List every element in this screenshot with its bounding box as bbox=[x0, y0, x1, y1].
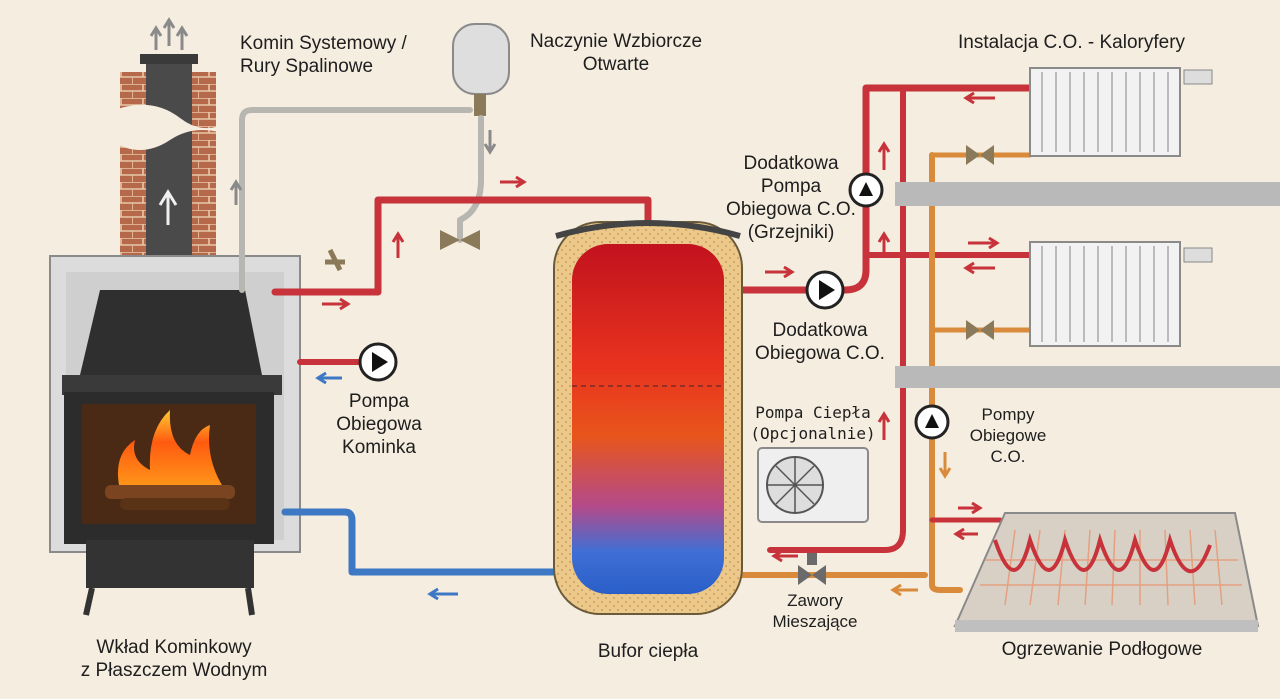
fireplace-pump-label-line-3: Kominka bbox=[342, 437, 416, 458]
buffer-tank-icon bbox=[553, 220, 743, 615]
pump-icon bbox=[805, 270, 845, 310]
buffer-label: Bufor ciepła bbox=[597, 641, 699, 662]
heat-pump-label-line-2: (Opcjonalnie) bbox=[750, 424, 876, 443]
extra-pump-radiators-line-4: (Grzejniki) bbox=[747, 222, 835, 243]
expansion-vessel-label-line-2: Otwarte bbox=[582, 54, 650, 75]
heat-pump-label-line-1: Pompa Ciepła bbox=[755, 403, 871, 422]
heat-pump-icon bbox=[757, 447, 869, 523]
mixing-valves-label-line-2: Mieszające bbox=[772, 612, 858, 631]
floor-heating-label: Ogrzewanie Podłogowe bbox=[1001, 639, 1203, 660]
pipe-network bbox=[239, 84, 1034, 593]
floor-heating-icon bbox=[953, 512, 1260, 632]
fireplace-label: Wkład Kominkowy z Płaszczem Wodnym bbox=[81, 636, 268, 682]
fireplace-label-line-2: z Płaszczem Wodnym bbox=[80, 660, 268, 681]
extra-pump-radiators-line-3: Obiegowa C.O. bbox=[726, 199, 856, 220]
fireplace-label-line-1: Wkład Kominkowy bbox=[96, 637, 252, 658]
chimney-label: Komin Systemowy / Rury Spalinowe bbox=[240, 32, 407, 78]
heat-pump-label: Pompa Ciepła (Opcjonalnie) bbox=[750, 402, 875, 444]
pump-icon bbox=[848, 172, 884, 208]
co-pumps-label-line-3: C.O. bbox=[990, 447, 1026, 466]
fireplace-pump-label-line-1: Pompa bbox=[348, 391, 410, 412]
co-pumps-label-line-2: Obiegowe bbox=[969, 426, 1047, 445]
chimney-label-line-1: Komin Systemowy / bbox=[240, 33, 407, 54]
expansion-vessel-label: Naczynie Wzbiorcze Otwarte bbox=[530, 30, 702, 76]
radiators-label: Instalacja C.O. - Kaloryfery bbox=[958, 32, 1186, 53]
valve-icon bbox=[966, 145, 994, 340]
fireplace-icon bbox=[49, 255, 301, 616]
fireplace-pump-label: Pompa Obiegowa Kominka bbox=[336, 390, 422, 459]
co-pumps-label: Pompy Obiegowe C.O. bbox=[970, 404, 1047, 467]
flow-arrow-icon bbox=[229, 91, 1000, 601]
radiator-icon bbox=[1029, 241, 1213, 347]
valve-icon bbox=[798, 553, 826, 585]
expansion-vessel-label-line-1: Naczynie Wzbiorcze bbox=[529, 31, 703, 52]
extra-pump-label: Dodatkowa Obiegowa C.O. bbox=[755, 319, 885, 365]
mixing-valves-label: Zawory Mieszające bbox=[772, 590, 857, 632]
pump-icon bbox=[358, 342, 398, 382]
co-pumps-label-line-1: Pompy bbox=[981, 405, 1035, 424]
mixing-valves-label-line-1: Zawory bbox=[787, 591, 843, 610]
fireplace-pump-label-line-2: Obiegowa bbox=[336, 414, 422, 435]
extra-pump-radiators-label: Dodatkowa Pompa Obiegowa C.O. (Grzejniki… bbox=[726, 152, 856, 244]
pump-icon bbox=[914, 404, 950, 440]
floor-slab bbox=[895, 182, 1280, 388]
valve-icon bbox=[325, 230, 480, 272]
extra-pump-radiators-line-1: Dodatkowa bbox=[743, 153, 839, 174]
expansion-vessel-icon bbox=[452, 23, 510, 116]
chimney-label-line-2: Rury Spalinowe bbox=[240, 56, 374, 77]
extra-pump-radiators-line-2: Pompa bbox=[760, 176, 822, 197]
extra-pump-label-line-1: Dodatkowa bbox=[772, 320, 868, 341]
chimney-icon bbox=[110, 17, 240, 288]
radiator-icon bbox=[1029, 67, 1213, 157]
extra-pump-label-line-2: Obiegowa C.O. bbox=[755, 343, 885, 364]
